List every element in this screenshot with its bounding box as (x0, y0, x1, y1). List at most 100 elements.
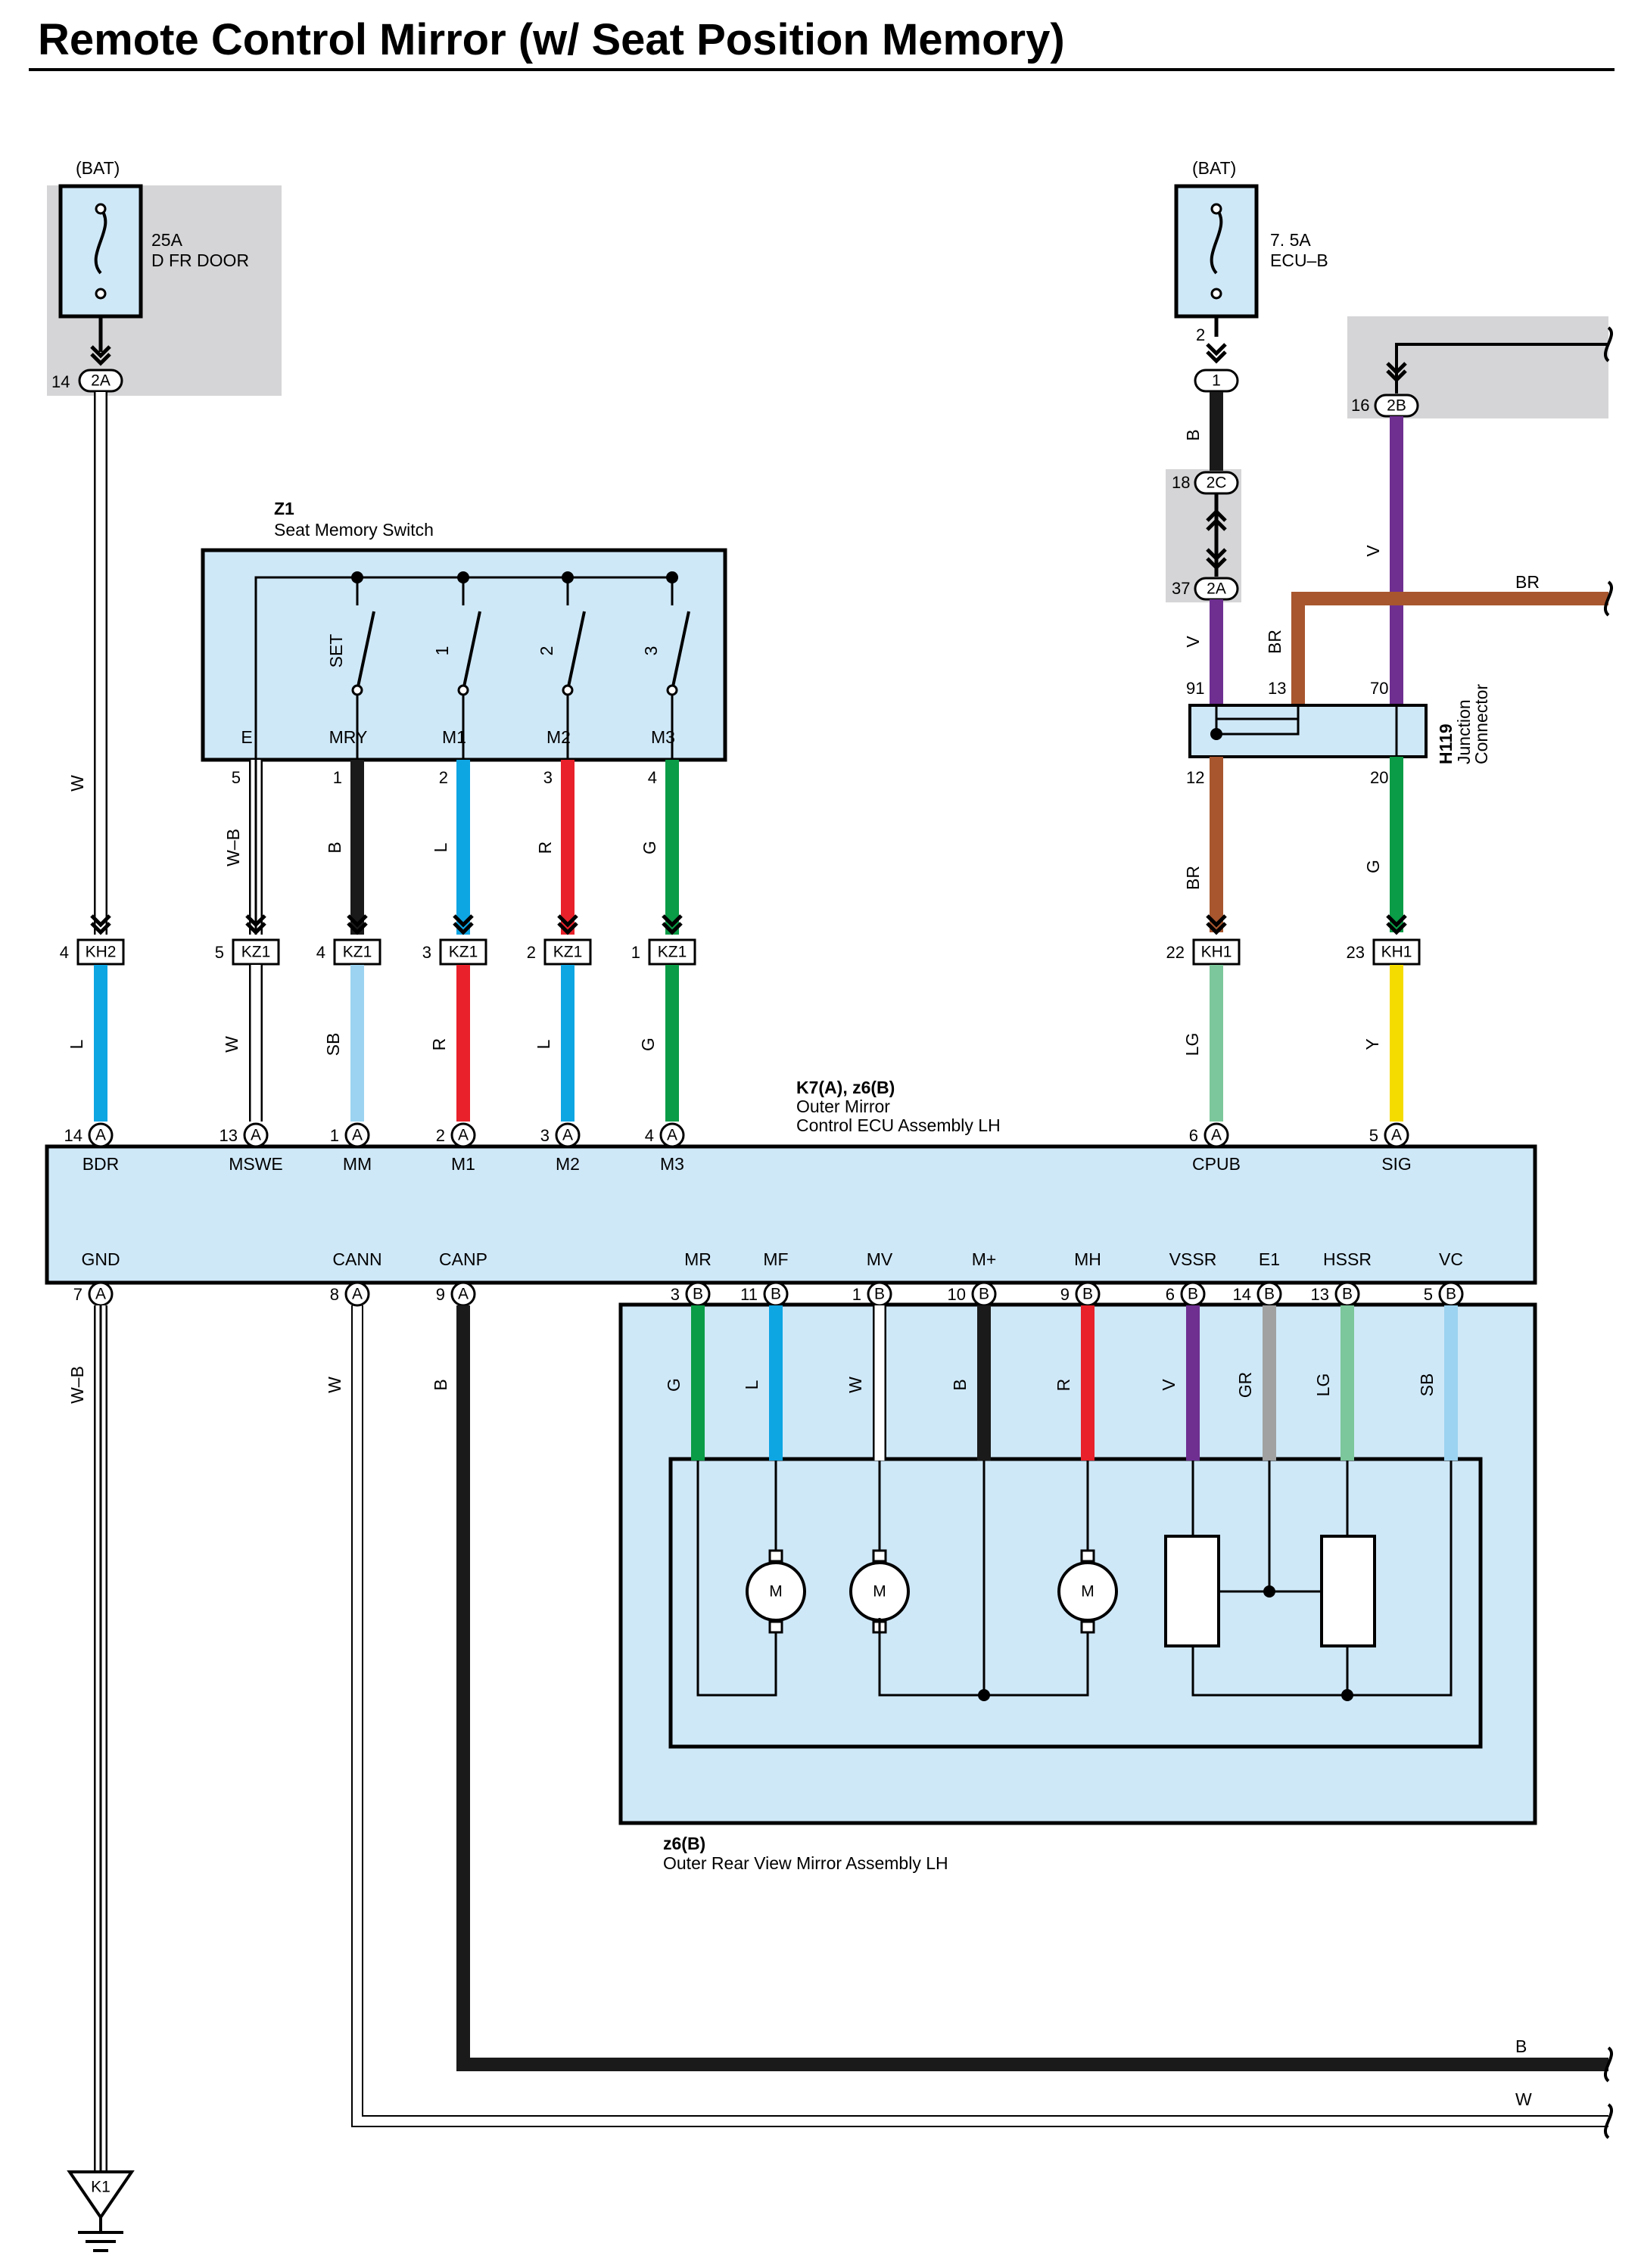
interconnect-2-label: KZ1 (343, 944, 372, 961)
ecu-top-pin-name-2: MM (343, 1154, 372, 1174)
switch-blade-1 (462, 611, 481, 691)
circuit-dot-3 (1341, 1689, 1353, 1701)
motor-1-brush (768, 1620, 783, 1634)
ecu-top-pin-num-1: 13 (220, 1126, 238, 1145)
ecu-br-pin-num-4: 9 (1060, 1285, 1070, 1304)
ecu-br-pin-3-label: B (979, 1286, 989, 1303)
switch-pin-name-3: M2 (546, 727, 571, 747)
top-right-break (1603, 326, 1614, 362)
ecu-bl-pin-2-label: A (458, 1286, 469, 1303)
interconnect-1 (232, 938, 280, 966)
ecu-br-pin-8-label: B (1446, 1286, 1456, 1303)
can-w-label: W (1515, 2089, 1532, 2109)
switch-pin-name-2: M1 (442, 727, 466, 747)
interconnect-4-label: KZ1 (553, 944, 583, 961)
h119-pin-91: 91 (1186, 679, 1204, 698)
right-fuse-arrow (1206, 350, 1227, 364)
right-supply-connector (1194, 369, 1239, 393)
ecu-top-pin-num-5: 4 (645, 1126, 654, 1145)
h119-name-2: Connector (1471, 684, 1491, 764)
ecu-bl-pin-num-2: 9 (436, 1285, 445, 1304)
ecu-top-pin-7 (1384, 1122, 1409, 1148)
right-bat-label: (BAT) (1192, 158, 1236, 178)
interconnect-arrow-3 (453, 914, 474, 928)
ecu-top-pin-3-label: A (458, 1127, 469, 1144)
ecu-br-pin-name-6: E1 (1259, 1249, 1280, 1269)
ecu-top-pin-7-label: A (1391, 1127, 1402, 1144)
ecu-id: K7(A), z6(B) (796, 1078, 895, 1097)
top-right-arrow (1386, 369, 1407, 383)
ecu-name-1: Outer Mirror (796, 1097, 890, 1116)
interconnect-arrow-2 (347, 922, 368, 935)
wire-color-label: G (1363, 860, 1383, 873)
ecu-br-pin-num-8: 5 (1424, 1285, 1433, 1304)
switch-pin-num-3: 3 (543, 768, 553, 787)
circuit-vc (1191, 1461, 1453, 1697)
switch-common-bus (254, 576, 672, 760)
ecu-br-pin-4-label: B (1082, 1286, 1093, 1303)
right-supply-pin: 2 (1196, 325, 1205, 344)
br-break (1603, 580, 1614, 617)
ecu-top-pin-num-4: 3 (540, 1126, 550, 1145)
ecu-br-pin-7-label: B (1342, 1286, 1353, 1303)
interconnect-arrow-3 (453, 922, 474, 935)
mirror-wire-label-2: W (845, 1377, 865, 1393)
ecu-top-pin-name-4: M2 (556, 1154, 580, 1174)
ecu-bl-pin-name-0: GND (81, 1249, 120, 1269)
h119-dot (1210, 728, 1222, 740)
ecu-top-pin-4 (555, 1122, 581, 1148)
wire-color-label: V (1363, 545, 1383, 557)
junction-2b-label: 2B (1387, 397, 1406, 415)
h119-pin-13: 13 (1268, 679, 1286, 698)
switch-blade-3 (671, 611, 690, 691)
right-fuse-fuse-end (1210, 288, 1222, 300)
switch-pin-num-2: 2 (439, 768, 448, 787)
h119-name-1: Junction (1454, 699, 1474, 764)
ecu-br-pin-num-7: 13 (1311, 1285, 1329, 1304)
interconnect-1-label: KZ1 (241, 944, 271, 961)
top-right-feed (1395, 343, 1608, 394)
left-supply-pin: 14 (51, 372, 70, 391)
canp-break (1603, 2046, 1614, 2083)
ecu-br-pin-name-7: HSSR (1323, 1249, 1372, 1269)
interconnect-0 (76, 938, 125, 966)
h119-junction-connector (1188, 704, 1428, 758)
junction-2c-pin: 18 (1172, 473, 1190, 492)
interconnect-arrow-1 (245, 914, 266, 928)
circuit-mr (696, 1461, 777, 1697)
ecu-top-pin-num-3: 2 (436, 1126, 445, 1145)
wire-gnd-label: W–B (67, 1366, 87, 1404)
motor-3-brush (1080, 1549, 1095, 1563)
motor-3-label: M (1081, 1583, 1095, 1601)
switch-wire-label-0: W–B (223, 829, 243, 866)
switch-wire-label-4: G (640, 841, 659, 854)
motor-2-label: M (873, 1583, 886, 1601)
interconnect-4 (543, 938, 592, 966)
interconnect-arrow-6 (1206, 922, 1227, 935)
interconnect-wire-label-0: L (67, 1039, 86, 1049)
br-horizontal-label: BR (1515, 572, 1540, 592)
mirror-wire-label-7: LG (1313, 1374, 1333, 1397)
switch-label-2: 2 (537, 646, 556, 656)
sensor-horizontal (1320, 1535, 1376, 1647)
interconnect-wire-label-7: Y (1362, 1038, 1382, 1050)
mirror-wire-label-4: R (1054, 1379, 1073, 1392)
ecu-top-pin-name-5: M3 (660, 1154, 684, 1174)
switch-contact (351, 684, 363, 696)
interconnect-arrow-7 (1386, 914, 1407, 928)
interconnect-pin-6: 22 (1166, 943, 1185, 962)
ecu-br-pin-name-8: VC (1439, 1249, 1463, 1269)
interconnect-arrow-1 (245, 922, 266, 935)
switch-pin-num-1: 1 (333, 768, 342, 787)
wire-color-label: BR (1183, 866, 1203, 890)
ecu-top-pin-num-6: 6 (1189, 1126, 1198, 1145)
interconnect-wire-label-1: W (222, 1036, 241, 1053)
ecu-bl-pin-1-label: A (352, 1286, 363, 1303)
jc-link-down (1206, 548, 1227, 562)
ecu-bl-pin-1 (344, 1281, 370, 1307)
left-fuse-amp: 25A (151, 230, 183, 250)
junction-2a-label: 2A (1207, 580, 1226, 598)
motor-3 (1057, 1561, 1118, 1622)
ecu-top-pin-5 (659, 1122, 685, 1148)
